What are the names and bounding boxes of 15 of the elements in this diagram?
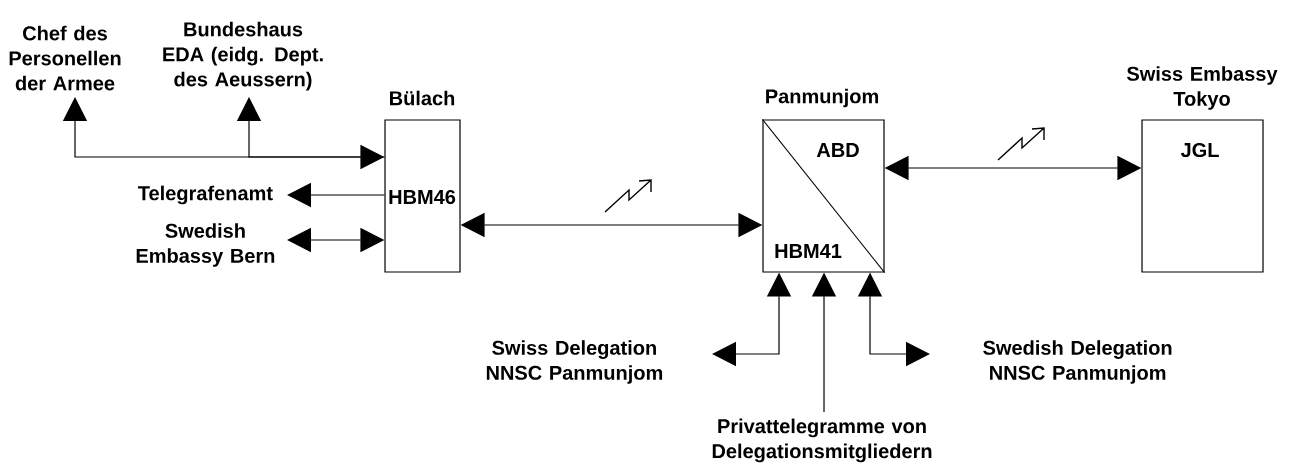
station-code: JGL [1180, 142, 1219, 158]
station-label: Telegrafenamt [138, 185, 273, 205]
station-label: Swiss Embassy Tokyo [1127, 66, 1278, 110]
station-label: Swedish Embassy Bern [136, 223, 275, 267]
station-code: ABD [816, 143, 859, 157]
station-label: Bundeshaus EDA (eidg. Dept. des Aeussern) [163, 21, 323, 91]
station-label: Panmunjom [766, 88, 878, 108]
station-label: Privattelegramme von Delegationsmitgliedern [712, 418, 932, 463]
station-label: Bülach [390, 90, 455, 106]
arrow [236, 97, 385, 158]
station-code: HBM41 [775, 244, 842, 258]
station-code: HBM46 [389, 189, 456, 205]
station-label: Swiss Delegation NNSC Panmunjom [486, 340, 663, 384]
station-label: Swedish Delegation NNSC Panmunjom [983, 340, 1172, 384]
station-label: Chef des Personellen der Armee [9, 25, 121, 91]
